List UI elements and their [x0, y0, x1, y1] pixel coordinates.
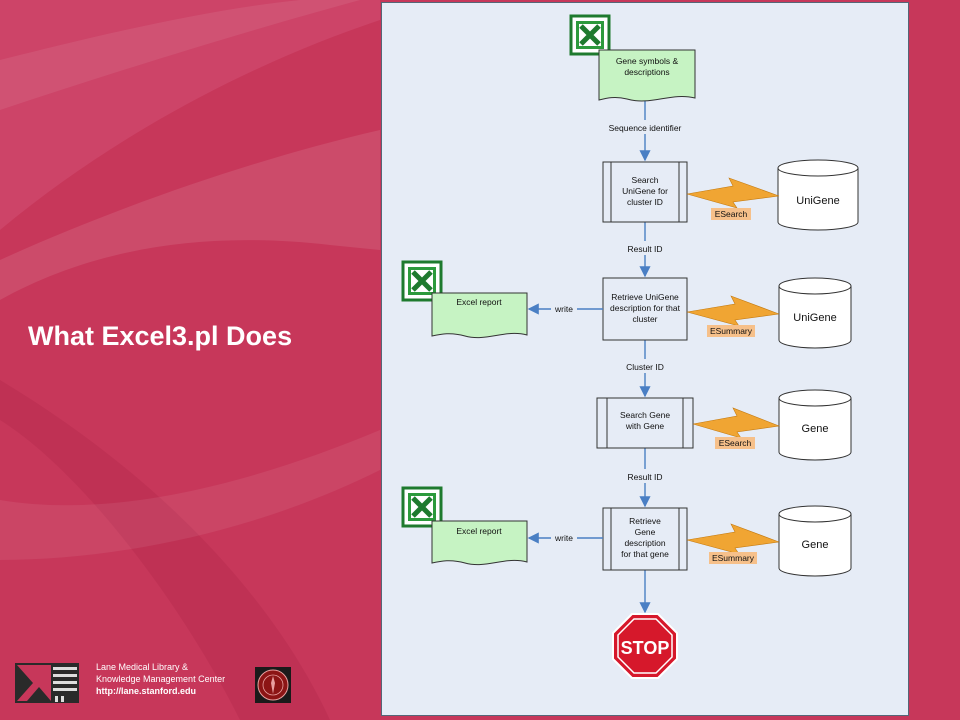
excel-icon	[571, 16, 609, 54]
database-icon	[778, 389, 852, 461]
write-label: write	[554, 304, 573, 314]
lightning-icon	[686, 295, 780, 327]
footer-url[interactable]: http://lane.stanford.edu	[96, 686, 196, 696]
excel-report-document	[431, 292, 528, 339]
process-retrieve-gene	[602, 507, 688, 571]
process-search-unigene	[602, 161, 688, 223]
lkmc-logo	[15, 663, 79, 703]
edge-label-sequence-identifier: Sequence identifier	[609, 123, 682, 133]
link-label-esummary: ESummary	[712, 553, 755, 563]
footer-line-1: Lane Medical Library &	[96, 662, 189, 672]
database-icon	[777, 159, 859, 231]
edge-label-result-id: Result ID	[628, 244, 663, 254]
link-label-esearch: ESearch	[719, 438, 752, 448]
database-icon	[778, 505, 852, 577]
edge-label-result-id: Result ID	[628, 472, 663, 482]
footer-line-2: Knowledge Management Center	[96, 674, 226, 684]
stop-sign-icon	[612, 613, 678, 679]
lightning-icon	[686, 177, 780, 209]
process-retrieve-unigene	[602, 277, 688, 341]
database-icon	[778, 277, 852, 349]
excel-report-document	[431, 520, 528, 566]
edge-label-cluster-id: Cluster ID	[626, 362, 664, 372]
lightning-icon	[692, 407, 781, 439]
input-document-label: Gene symbols &descriptions	[616, 56, 679, 77]
write-label: write	[554, 533, 573, 543]
input-document	[598, 49, 696, 102]
excel-report-label: Excel report	[456, 297, 502, 307]
database-label-unigene: UniGene	[793, 312, 836, 324]
slide-title: What Excel3.pl Does	[28, 321, 293, 351]
excel-report-label: Excel report	[456, 526, 502, 536]
stanford-seal-logo	[255, 667, 291, 703]
lightning-icon	[686, 523, 780, 555]
database-label-gene: Gene	[802, 423, 829, 435]
excel-icon	[403, 488, 441, 526]
stop-label: STOP	[621, 638, 670, 658]
workflow-diagram: Sequence identifier Result ID Cluster ID…	[381, 2, 859, 679]
database-label-gene: Gene	[802, 539, 829, 551]
database-label-unigene: UniGene	[796, 195, 839, 207]
link-label-esearch: ESearch	[715, 209, 748, 219]
link-label-esummary: ESummary	[710, 326, 753, 336]
process-search-gene	[596, 397, 694, 449]
